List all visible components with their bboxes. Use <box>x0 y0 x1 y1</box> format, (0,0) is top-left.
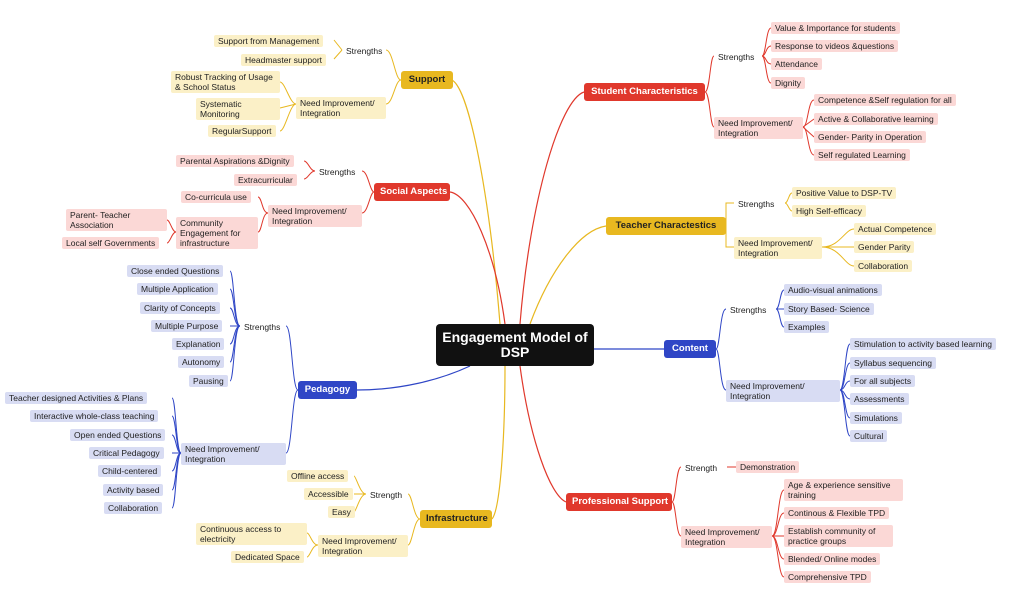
pedagogy-strengths[interactable]: Strengths <box>244 322 281 332</box>
infrastructure-need-improvement[interactable]: Need Improvement/ Integration <box>318 535 408 557</box>
main-topic-support[interactable]: Support <box>401 71 453 89</box>
pedagogy-strength-item[interactable]: Multiple Application <box>137 283 218 295</box>
pedagogy-need-item[interactable]: Activity based <box>103 484 164 496</box>
content-need-item[interactable]: Syllabus sequencing <box>850 357 936 369</box>
main-topic-student-characteristics[interactable]: Student Characteristics <box>584 83 705 101</box>
infrastructure-strength-item[interactable]: Offline access <box>287 470 349 482</box>
content-need-item[interactable]: Cultural <box>850 430 888 442</box>
main-topic-social-aspects[interactable]: Social Aspects <box>374 183 450 201</box>
student-strength-item[interactable]: Value & Importance for students <box>771 22 900 34</box>
social-community-engagement[interactable]: Community Engagement for infrastructure <box>176 217 258 249</box>
social-need-improvement[interactable]: Need Improvement/ Integration <box>268 205 362 227</box>
content-need-item[interactable]: Simulations <box>850 412 902 424</box>
content-need-improvement[interactable]: Need Improvement/ Integration <box>726 380 840 402</box>
content-strengths[interactable]: Strengths <box>730 305 767 315</box>
main-topic-professional-support[interactable]: Professional Support <box>566 493 672 511</box>
infrastructure-strength[interactable]: Strength <box>370 490 403 500</box>
student-strength-item[interactable]: Response to videos &questions <box>771 40 899 52</box>
infrastructure-strength-item[interactable]: Accessible <box>304 488 353 500</box>
professional-strength-item[interactable]: Demonstration <box>736 461 800 473</box>
pedagogy-strength-item[interactable]: Clarity of Concepts <box>140 302 220 314</box>
support-strength-item[interactable]: Support from Management <box>214 35 324 47</box>
connector-center-professional <box>519 365 567 503</box>
main-topic-pedagogy[interactable]: Pedagogy <box>298 381 357 399</box>
social-strength-item[interactable]: Parental Aspirations &Dignity <box>176 155 294 167</box>
student-need-item[interactable]: Gender- Parity in Operation <box>814 131 926 143</box>
connector-center-infrastructure <box>491 365 506 520</box>
teacher-need-item[interactable]: Gender Parity <box>854 241 915 253</box>
content-strength-item[interactable]: Audio-visual animations <box>784 284 882 296</box>
student-need-item[interactable]: Competence &Self regulation for all <box>814 94 956 106</box>
connector-center-teacher <box>529 225 607 325</box>
content-need-item[interactable]: Stimulation to activity based learning <box>850 338 996 350</box>
pedagogy-need-item[interactable]: Interactive whole-class teaching <box>30 410 159 422</box>
professional-need-item[interactable]: Establish community of practice groups <box>784 525 893 547</box>
content-strength-item[interactable]: Story Based- Science <box>784 303 874 315</box>
professional-need-item[interactable]: Blended/ Online modes <box>784 553 881 565</box>
support-need-improvement[interactable]: Need Improvement/ Integration <box>296 97 386 119</box>
content-strength-item[interactable]: Examples <box>784 321 830 333</box>
teacher-need-item[interactable]: Collaboration <box>854 260 913 272</box>
pedagogy-need-item[interactable]: Critical Pedagogy <box>89 447 164 459</box>
pedagogy-need-item[interactable]: Collaboration <box>104 502 163 514</box>
student-strengths[interactable]: Strengths <box>718 52 755 62</box>
connector-center-pedagogy <box>356 365 471 391</box>
student-strength-item[interactable]: Attendance <box>771 58 823 70</box>
pedagogy-need-item[interactable]: Teacher designed Activities & Plans <box>5 392 148 404</box>
support-need-item[interactable]: Systematic Monitoring <box>196 98 280 120</box>
pedagogy-need-item[interactable]: Child-centered <box>98 465 162 477</box>
central-topic[interactable]: Engagement Model of DSP <box>436 324 594 366</box>
pedagogy-strength-item[interactable]: Autonomy <box>178 356 225 368</box>
connector-center-social <box>449 191 506 325</box>
professional-need-item[interactable]: Comprehensive TPD <box>784 571 871 583</box>
teacher-need-improvement[interactable]: Need Improvement/ Integration <box>734 237 822 259</box>
support-strength-item[interactable]: Headmaster support <box>241 54 327 66</box>
social-need-item[interactable]: Co-curricula use <box>181 191 251 203</box>
student-need-improvement[interactable]: Need Improvement/ Integration <box>714 117 803 139</box>
teacher-strength-item[interactable]: Positive Value to DSP-TV <box>792 187 897 199</box>
content-need-item[interactable]: Assessments <box>850 393 909 405</box>
social-community-item[interactable]: Local self Governments <box>62 237 160 249</box>
teacher-strengths[interactable]: Strengths <box>738 199 775 209</box>
social-strength-item[interactable]: Extracurricular <box>234 174 297 186</box>
professional-need-item[interactable]: Age & experience sensitive training <box>784 479 903 501</box>
connector-center-student <box>519 91 585 325</box>
pedagogy-strength-item[interactable]: Multiple Purpose <box>151 320 223 332</box>
pedagogy-need-item[interactable]: Open ended Questions <box>70 429 166 441</box>
teacher-need-item[interactable]: Actual Competence <box>854 223 937 235</box>
professional-strength[interactable]: Strength <box>685 463 718 473</box>
main-topic-infrastructure[interactable]: Infrastructure <box>420 510 492 528</box>
teacher-strength-item[interactable]: High Self-efficacy <box>792 205 866 217</box>
support-need-item[interactable]: RegularSupport <box>208 125 276 137</box>
pedagogy-strength-item[interactable]: Explanation <box>172 338 225 350</box>
professional-need-improvement[interactable]: Need Improvement/ Integration <box>681 526 772 548</box>
infrastructure-strength-item[interactable]: Easy <box>328 506 355 518</box>
support-strengths[interactable]: Strengths <box>346 46 383 56</box>
pedagogy-strength-item[interactable]: Pausing <box>189 375 228 387</box>
student-need-item[interactable]: Self regulated Learning <box>814 149 910 161</box>
infrastructure-need-item[interactable]: Dedicated Space <box>231 551 304 563</box>
content-need-item[interactable]: For all subjects <box>850 375 916 387</box>
main-topic-teacher-characteristics[interactable]: Teacher Charactestics <box>606 217 726 235</box>
pedagogy-need-improvement[interactable]: Need Improvement/ Integration <box>181 443 286 465</box>
main-topic-content[interactable]: Content <box>664 340 716 358</box>
social-community-item[interactable]: Parent- Teacher Association <box>66 209 167 231</box>
infrastructure-need-item[interactable]: Continuous access to electricity <box>196 523 307 545</box>
student-need-item[interactable]: Active & Collaborative learning <box>814 113 938 125</box>
student-strength-item[interactable]: Dignity <box>771 77 805 89</box>
support-need-item[interactable]: Robust Tracking of Usage & School Status <box>171 71 280 93</box>
connector-center-support <box>451 79 501 325</box>
social-strengths[interactable]: Strengths <box>319 167 356 177</box>
pedagogy-strength-item[interactable]: Close ended Questions <box>127 265 224 277</box>
professional-need-item[interactable]: Continous & Flexible TPD <box>784 507 890 519</box>
